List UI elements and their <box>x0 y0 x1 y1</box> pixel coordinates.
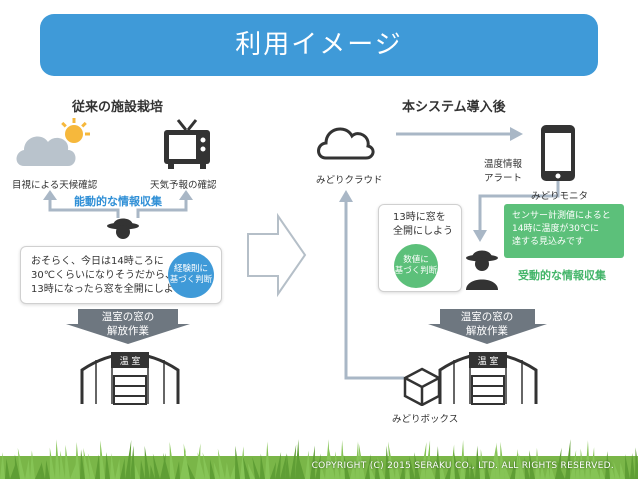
monitor-label: みどりモニタ <box>531 191 589 202</box>
cloud-monitor-arrowhead <box>510 127 523 141</box>
grass-decoration <box>0 439 638 479</box>
data-badge-line-1: 数値に <box>403 255 429 265</box>
right-speech-line-1: 13時に窓を <box>393 212 446 223</box>
data-badge-line-2: 基づく判断 <box>394 266 438 276</box>
notice-line-2: 14時に温度が30℃に <box>512 224 600 234</box>
right-heading: 本システム導入後 <box>402 100 506 115</box>
farmer-icon-right <box>466 250 498 290</box>
cloud-label: みどりクラウド <box>316 175 383 186</box>
alert-line <box>478 180 560 232</box>
speech-line-2: 30℃くらいになりそうだから、 <box>31 270 175 281</box>
right-action-text: 温室の窓の 解放作業 <box>447 310 527 338</box>
weather-check-label: 目視による天候確認 <box>12 180 98 191</box>
box-label: みどりボックス <box>392 414 459 425</box>
greenhouse-icon <box>80 352 180 405</box>
right-action-line-2: 解放作業 <box>466 325 508 337</box>
speech-line-3: 13時になったら窓を全開にしよう <box>31 284 184 295</box>
passive-info-label: 受動的な情報収集 <box>518 269 606 282</box>
tv-forecast-label: 天気予報の確認 <box>150 180 217 191</box>
right-greenhouse-label: 温 室 <box>477 357 499 367</box>
weather-icon <box>16 118 90 166</box>
alert-arrowhead <box>473 230 487 242</box>
left-action-line-2: 解放作業 <box>107 325 149 337</box>
right-action-line-1: 温室の窓の <box>460 311 514 323</box>
data-based-badge: 数値に 基づく判断 <box>394 244 438 288</box>
tv-connector <box>136 198 188 218</box>
right-speech-line-2: 全開にしよう <box>393 226 453 237</box>
weather-connector <box>48 198 120 218</box>
experience-badge-line-1: 経験則に <box>173 264 208 274</box>
tv-arrowhead <box>179 190 193 200</box>
left-greenhouse-label: 温 室 <box>119 357 141 367</box>
speech-line-1: おそらく、今日は14時ころに <box>31 256 164 267</box>
left-action-arrow <box>66 309 190 344</box>
transition-arrow <box>247 212 307 298</box>
notice-line-1: センサー計測値によると <box>512 211 611 221</box>
alert-label-line-2: アラート <box>484 173 523 184</box>
left-action-text: 温室の窓の 解放作業 <box>88 310 168 338</box>
notice-line-3: 達する見込みです <box>512 237 585 247</box>
box-icon <box>403 367 441 406</box>
box-cloud-line <box>344 200 404 380</box>
left-action-line-1: 温室の窓の <box>101 311 155 323</box>
box-cloud-arrowhead <box>339 190 353 202</box>
experience-badge-line-2: 基づく判断 <box>169 275 213 285</box>
greenhouse-icon-right <box>438 352 538 405</box>
smartphone-icon <box>541 125 575 181</box>
alert-label: 温度情報 アラート <box>484 156 522 184</box>
alert-label-line-1: 温度情報 <box>484 159 523 170</box>
tv-icon <box>164 119 210 169</box>
right-action-arrow <box>428 309 547 344</box>
left-heading: 従来の施設栽培 <box>72 100 164 115</box>
experience-badge: 経験則に 基づく判断 <box>168 252 214 298</box>
page-title: 利用イメージ <box>40 14 598 76</box>
weather-arrowhead <box>43 190 57 200</box>
active-info-label: 能動的な情報収集 <box>74 195 162 208</box>
sensor-notice: センサー計測値によると 14時に温度が30℃に 達する見込みです <box>504 204 624 258</box>
cloud-icon <box>317 127 375 160</box>
copyright: COPYRIGHT (C) 2015 SERAKU CO., LTD. ALL … <box>311 461 614 471</box>
